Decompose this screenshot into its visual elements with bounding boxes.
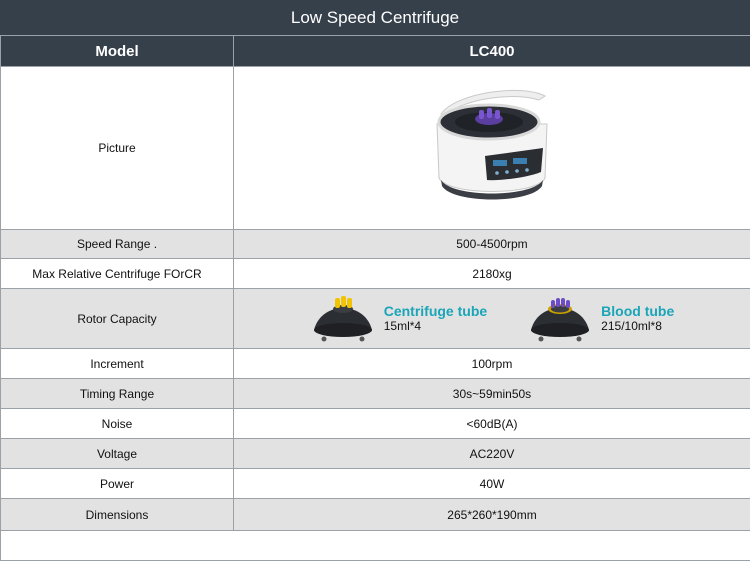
row-label: Increment (0, 348, 234, 379)
rotor-capacity: 215/10ml*8 (601, 319, 662, 333)
row-label: Rotor Capacity (0, 288, 234, 349)
table-row: Dimensions 265*260*190mm (0, 498, 750, 531)
table-row: Voltage AC220V (0, 438, 750, 469)
table-row: Picture (0, 66, 750, 230)
row-value: AC220V (233, 438, 750, 469)
rotor-capacity: 15ml*4 (383, 319, 422, 333)
rotor-item: Centrifuge tube 15ml*4 (310, 294, 487, 344)
row-label: Max Relative Centrifuge FOrCR (0, 258, 234, 289)
table-row: Timing Range 30s~59min50s (0, 378, 750, 409)
rotor-item: Blood tube 215/10ml*8 (527, 294, 674, 344)
row-label: Dimensions (0, 498, 234, 531)
row-value: 265*260*190mm (233, 498, 750, 531)
row-value: 100rpm (233, 348, 750, 379)
table-row: Noise <60dB(A) (0, 408, 750, 439)
row-value: 40W (233, 468, 750, 499)
empty-cell (0, 530, 750, 561)
rotor-8-slot-icon (531, 297, 590, 341)
row-value: 500-4500rpm (233, 229, 750, 259)
row-label: Timing Range (0, 378, 234, 409)
row-value: <60dB(A) (233, 408, 750, 439)
picture-label: Picture (0, 66, 234, 230)
rotor-name: Blood tube (601, 303, 675, 319)
row-label: Voltage (0, 438, 234, 469)
spec-table: Model LC400 Picture (0, 35, 750, 561)
rotor-4-slot-icon (313, 295, 372, 341)
row-value: 30s~59min50s (233, 378, 750, 409)
header-row: Model LC400 (0, 35, 750, 67)
table-row: Speed Range . 500-4500rpm (0, 229, 750, 259)
picture-cell (233, 66, 750, 230)
table-row: Increment 100rpm (0, 348, 750, 379)
row-value: 2180xg (233, 258, 750, 289)
header-model-value: LC400 (233, 35, 750, 67)
rotor-cell: Centrifuge tube 15ml*4 (233, 288, 750, 349)
centrifuge-photo (436, 89, 548, 199)
header-model: Model (0, 35, 234, 67)
page-title: Low Speed Centrifuge (0, 0, 750, 35)
row-label: Noise (0, 408, 234, 439)
row-label: Speed Range . (0, 229, 234, 259)
table-row: Max Relative Centrifuge FOrCR 2180xg (0, 258, 750, 289)
table-row: Rotor Capacity (0, 288, 750, 349)
rotor-name: Centrifuge tube (383, 303, 488, 319)
empty-row (0, 530, 750, 561)
table-row: Power 40W (0, 468, 750, 499)
row-label: Power (0, 468, 234, 499)
